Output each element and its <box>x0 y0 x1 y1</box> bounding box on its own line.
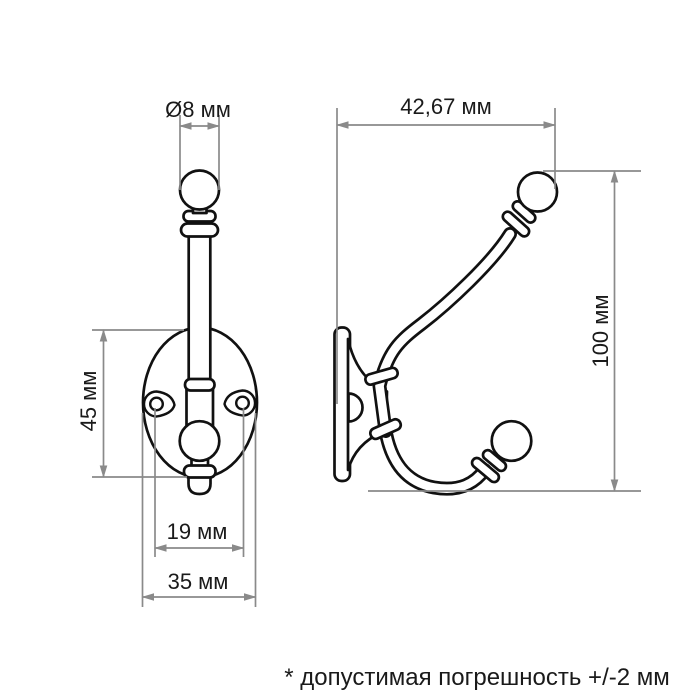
front-lower-ball <box>178 419 221 463</box>
tolerance-footnote: * допустимая погрешность +/-2 мм <box>284 664 670 691</box>
dimension-plate-height: 45 мм <box>76 329 187 478</box>
dimension-depth: 42,67 мм <box>336 94 556 404</box>
front-screw-hole-left <box>148 396 164 412</box>
dimension-label-hole-spacing: 19 мм <box>167 519 228 544</box>
side-lower-hook-fill <box>380 423 489 493</box>
front-stem <box>187 227 212 387</box>
front-view <box>141 169 259 496</box>
dimension-overall-height: 100 мм <box>368 170 641 492</box>
side-bottom-ring-2 <box>470 456 501 484</box>
dimension-label-depth: 42,67 мм <box>400 94 491 119</box>
side-top-ball <box>516 171 559 213</box>
dimension-label-ball-diameter: Ø8 мм <box>165 97 231 122</box>
dimension-label-plate-height: 45 мм <box>76 371 101 432</box>
dimension-plate-width: 35 мм <box>141 413 257 607</box>
dimension-hole-spacing: 19 мм <box>154 408 245 557</box>
side-screw-boss <box>347 392 364 423</box>
side-collar-upper <box>364 366 399 387</box>
front-collar-lower <box>182 464 217 479</box>
dimension-ball-diameter: Ø8 мм <box>165 97 231 190</box>
side-bottom-ball <box>490 419 533 463</box>
side-view <box>333 171 559 496</box>
front-top-ball <box>178 169 221 211</box>
front-finial-tip <box>187 473 212 496</box>
side-bottom-ring-1 <box>481 448 508 473</box>
side-collar-lower <box>368 417 403 441</box>
side-upper-arm-fill <box>375 229 515 436</box>
dimension-label-overall-height: 100 мм <box>588 294 613 367</box>
dimension-label-plate-width: 35 мм <box>168 569 229 594</box>
front-neck-ring-2 <box>179 222 220 238</box>
front-screw-hole-right <box>234 395 250 411</box>
dimensions: Ø8 мм 42,67 мм 100 мм 45 мм <box>76 94 641 607</box>
front-collar-mid <box>183 377 216 392</box>
side-top-ring-2 <box>501 210 531 238</box>
